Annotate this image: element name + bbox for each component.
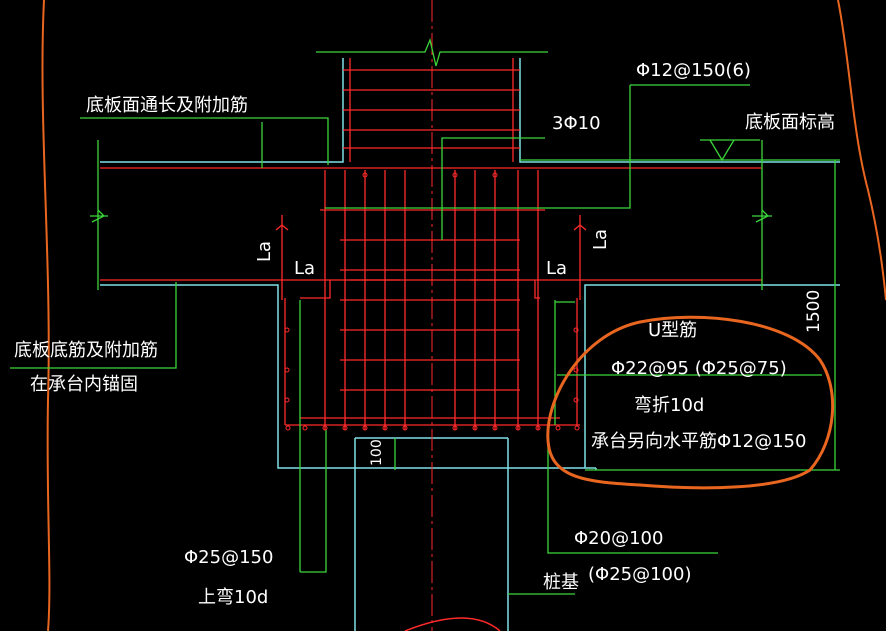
label-pile-bottom-rebar: Φ25@150 <box>184 547 274 568</box>
pile-bottom-arc <box>404 617 501 631</box>
label-slab-top-elevation: 底板面标高 <box>745 112 835 133</box>
label-pile-spec: (Φ25@100) <box>588 564 692 585</box>
label-la-right-horizontal: La <box>546 258 568 279</box>
label-cap-other-direction: 承台另向水平筋Φ12@150 <box>591 431 807 452</box>
label-la-left-horizontal: La <box>294 258 316 279</box>
rebar-dots <box>284 172 580 431</box>
leader-lines <box>10 37 840 595</box>
label-u-bar-spec: Φ22@95 (Φ25@75) <box>611 358 787 379</box>
label-la-left-vertical: La <box>254 240 275 262</box>
label-dim-100: 100 <box>369 439 385 466</box>
label-la-right-vertical: La <box>590 228 611 250</box>
label-three-phi10: 3Φ10 <box>552 113 601 134</box>
label-u-bar-bend: 弯折10d <box>634 395 705 416</box>
la-arrows <box>275 224 587 281</box>
label-pile-bottom-bend: 上弯10d <box>198 587 269 608</box>
label-dim-1500: 1500 <box>804 289 824 333</box>
label-phi20: Φ20@100 <box>574 528 664 549</box>
label-slab-bottom-rebar-line2: 在承台内锚固 <box>30 374 138 395</box>
markup-circle <box>546 315 835 490</box>
label-slab-bottom-rebar-line1: 底板底筋及附加筋 <box>14 340 158 361</box>
label-stirrup-spec: Φ12@150(6) <box>636 60 751 81</box>
label-u-bar-title: U型筋 <box>648 320 698 341</box>
label-pile: 桩基 <box>543 572 579 593</box>
label-slab-top-rebar: 底板面通长及附加筋 <box>86 95 248 116</box>
markup-edge-curves <box>41 0 886 631</box>
rebar-lines <box>100 58 762 430</box>
